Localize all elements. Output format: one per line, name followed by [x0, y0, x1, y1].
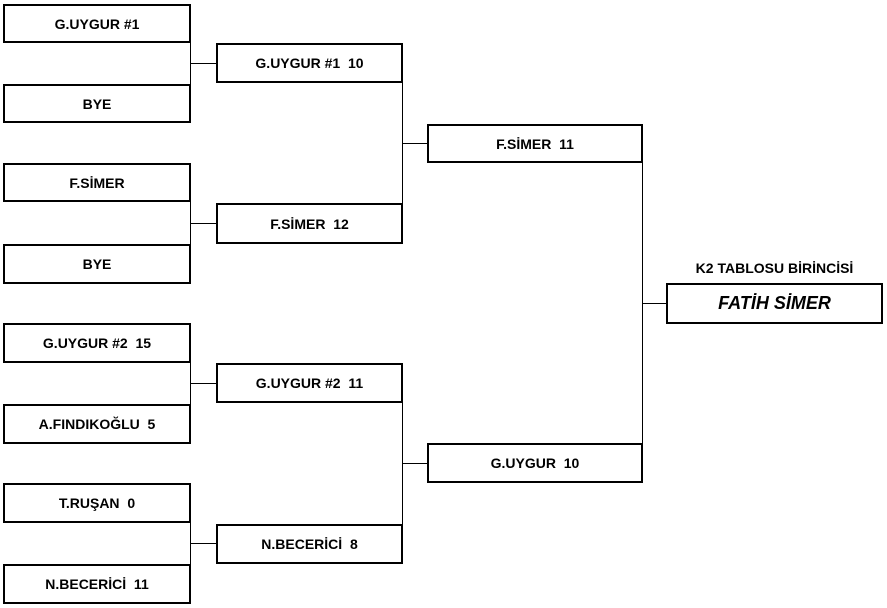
round1-slot-2-label: BYE	[82, 95, 112, 112]
round1-slot-8: N.BECERİCİ 11	[3, 564, 191, 604]
round2-slot-1-label: G.UYGUR #1 10	[255, 55, 364, 71]
round1-slot-4: BYE	[3, 244, 191, 284]
round3-slot-1: F.SİMER 11	[427, 124, 643, 163]
round2-slot-4-label: N.BECERİCİ 8	[261, 536, 358, 552]
round2-slot-1: G.UYGUR #1 10	[216, 43, 403, 83]
round1-slot-3-label: F.SİMER	[69, 174, 125, 191]
connector-h-final	[642, 303, 666, 304]
round1-slot-6-label: A.FINDIKOĞLU 5	[38, 416, 156, 432]
round1-slot-4-label: BYE	[82, 256, 112, 272]
round1-slot-8-label: N.BECERİCİ 11	[45, 576, 149, 592]
round2-slot-4: N.BECERİCİ 8	[216, 524, 403, 564]
champion-box: FATİH SİMER	[666, 283, 883, 324]
round2-slot-2: F.SİMER 12	[216, 203, 403, 244]
connector-h-r1-pair3	[190, 383, 216, 384]
round1-slot-5-label: G.UYGUR #2 15	[42, 335, 152, 351]
round3-slot-2-label: G.UYGUR 10	[490, 455, 580, 471]
connector-h-r1-pair1	[190, 63, 216, 64]
connector-h-r2-pair2	[402, 463, 427, 464]
champion-title: K2 TABLOSU BİRİNCİSİ	[695, 260, 854, 276]
connector-h-r2-pair1	[402, 143, 427, 144]
round1-slot-2: BYE	[3, 84, 191, 123]
round1-slot-5: G.UYGUR #2 15	[3, 323, 191, 363]
round1-slot-3: F.SİMER	[3, 163, 191, 202]
round2-slot-2-label: F.SİMER 12	[270, 215, 349, 232]
connector-h-r1-pair4	[190, 543, 216, 544]
round1-slot-7: T.RUŞAN 0	[3, 483, 191, 523]
round3-slot-2: G.UYGUR 10	[427, 443, 643, 483]
round1-slot-6: A.FINDIKOĞLU 5	[3, 404, 191, 444]
champion-name-label: FATİH SİMER	[718, 293, 831, 313]
round1-slot-1: G.UYGUR #1	[3, 4, 191, 43]
round1-slot-1-label: G.UYGUR #1	[54, 15, 140, 32]
round2-slot-3-label: G.UYGUR #2 11	[255, 375, 364, 391]
round3-slot-1-label: F.SİMER 11	[496, 135, 574, 152]
round2-slot-3: G.UYGUR #2 11	[216, 363, 403, 403]
connector-h-r1-pair2	[190, 223, 216, 224]
round1-slot-7-label: T.RUŞAN 0	[58, 495, 136, 511]
